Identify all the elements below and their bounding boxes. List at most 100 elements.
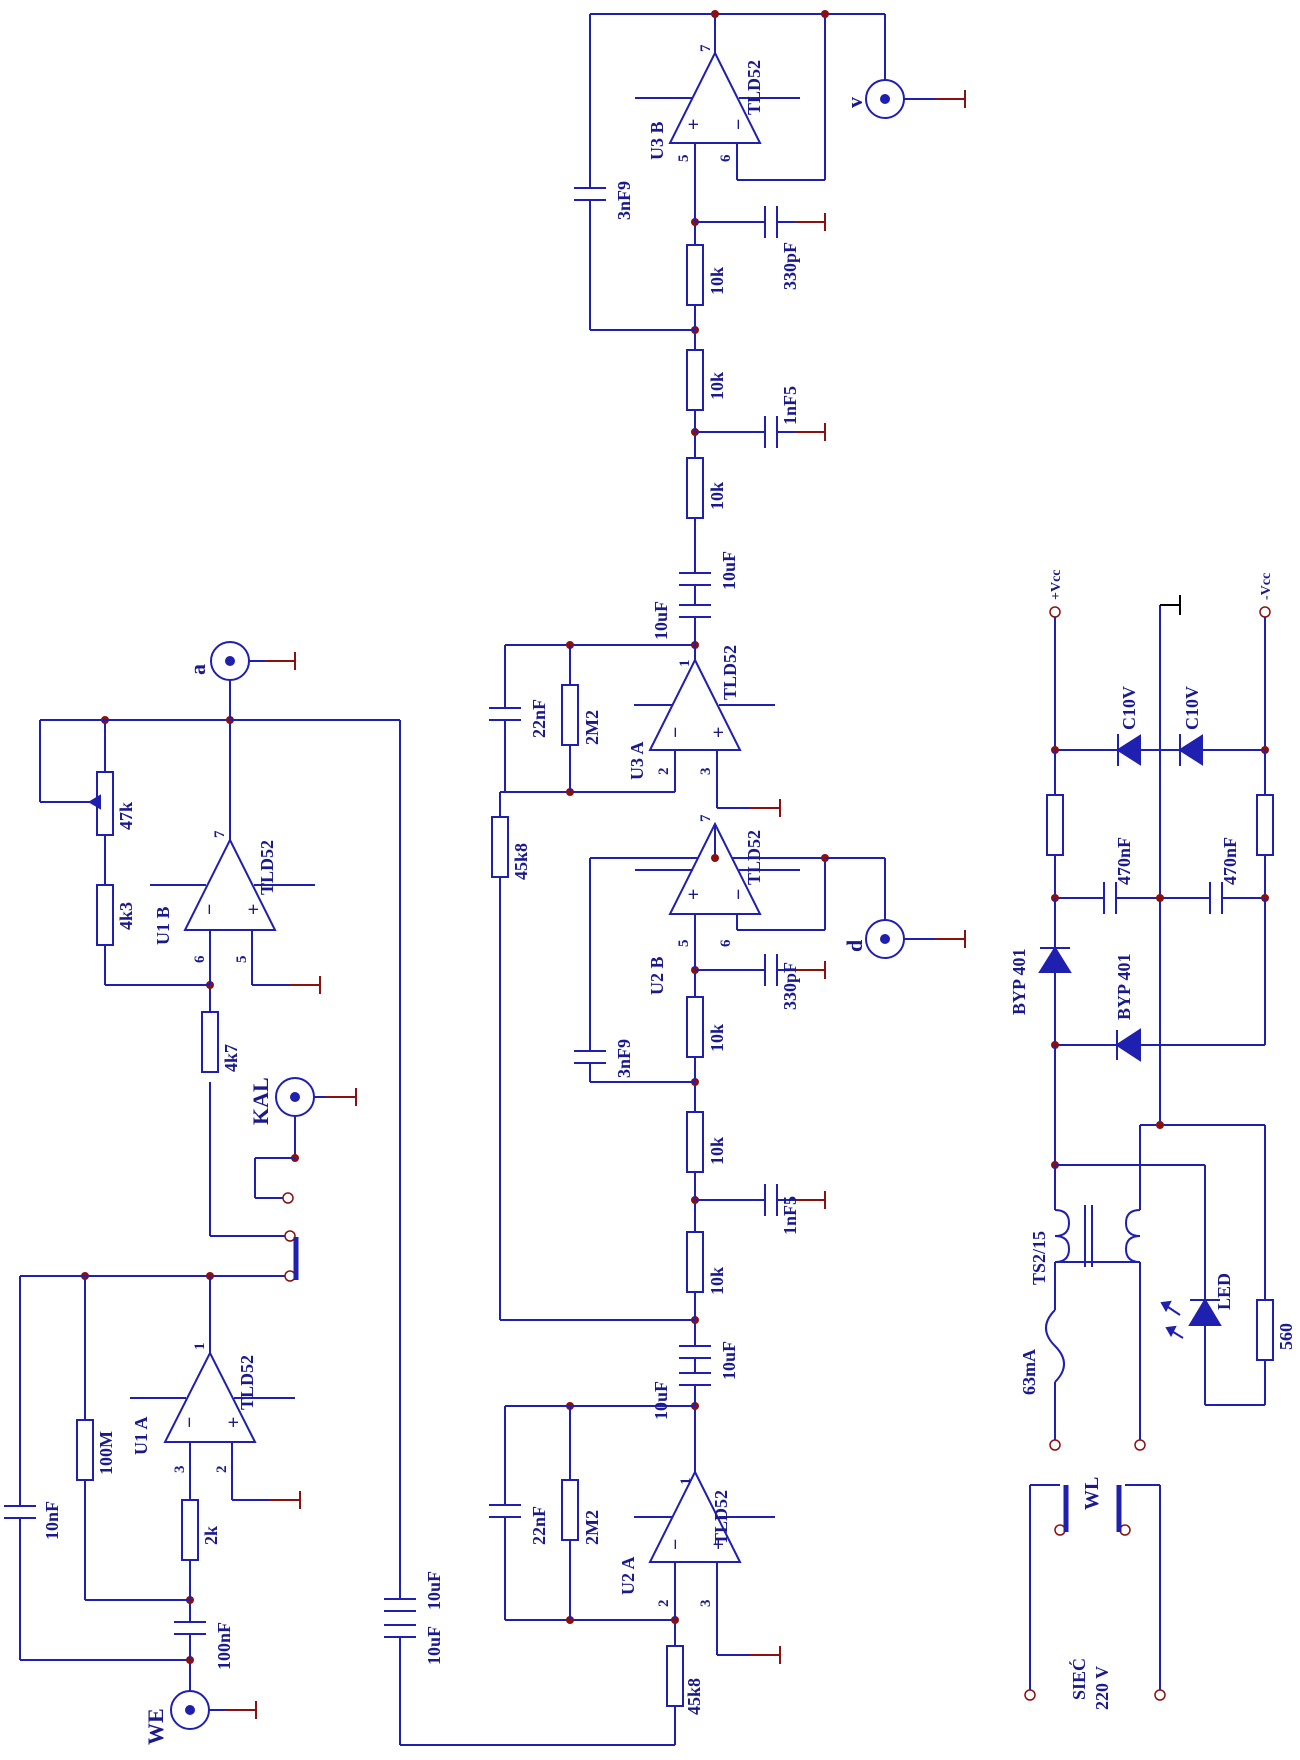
minus-sign: −: [665, 1539, 687, 1550]
label-10k: 10k: [707, 1024, 727, 1052]
label-10k: 10k: [707, 372, 727, 400]
label-4k3: 4k3: [116, 902, 136, 930]
label-zener-1: C10V: [1119, 686, 1139, 730]
label-10uf-d: 10uF: [719, 551, 739, 590]
u2-filter-stage: [489, 821, 966, 1745]
label-u2b: U2 B: [647, 956, 667, 995]
pin-label: 1: [678, 1478, 694, 1486]
pin-label: 3: [698, 1600, 714, 1608]
label-u3a: U3 A: [627, 741, 647, 780]
label-10k: 10k: [707, 1137, 727, 1165]
label-a: a: [185, 664, 210, 675]
label-u2a-type: TLD52: [711, 1490, 731, 1545]
label-10k: 10k: [707, 267, 727, 295]
pin-label: 2: [656, 1600, 672, 1608]
label-u2b-type: TLD52: [744, 830, 764, 885]
label-10nf: 10nF: [42, 1501, 62, 1540]
plus-sign: +: [243, 904, 265, 915]
label-10uf-c: 10uF: [651, 601, 671, 640]
label-kal: KAL: [248, 1077, 273, 1125]
label-v: v: [842, 97, 867, 108]
label-1nf5: 1nF5: [780, 386, 800, 425]
label-3nf9: 3nF9: [614, 181, 634, 220]
connector-kal: [275, 1077, 315, 1117]
power-supply: [1024, 595, 1274, 1701]
pin-label: 2: [656, 768, 672, 776]
plus-sign: +: [683, 889, 705, 900]
pin-label: 7: [698, 44, 714, 52]
label-u1a-type: TLD52: [237, 1355, 257, 1410]
connector-a: [210, 641, 250, 681]
pin-label: 1: [677, 660, 693, 668]
label-u2a: U2 A: [618, 1556, 638, 1595]
minus-sign: −: [728, 889, 750, 900]
label-22nf: 22nF: [529, 699, 549, 738]
label-u3b-type: TLD52: [744, 60, 764, 115]
label-10k: 10k: [707, 482, 727, 510]
u3-filter-stage: [489, 10, 966, 1320]
label-we: WE: [143, 1708, 168, 1745]
pin-label: 6: [192, 955, 208, 963]
minus-sign: −: [179, 1417, 201, 1428]
label-22nf: 22nF: [529, 1506, 549, 1545]
label-diode-1: BYP 401: [1009, 948, 1029, 1015]
label-switch: WL: [1081, 1477, 1103, 1510]
label-u3a-type: TLD52: [720, 645, 740, 700]
pin-label: 6: [718, 154, 734, 162]
component-labels: U1 A TLD52 1 3 2 − + 10nF 100M 2k 100nF …: [42, 44, 1296, 1745]
pin-label: 7: [698, 814, 714, 822]
label-10uf-bus2: 10uF: [424, 1571, 444, 1610]
plus-sign: +: [708, 1539, 730, 1550]
label-fuse: 63mA: [1019, 1349, 1039, 1395]
pin-label: 3: [698, 768, 714, 776]
label-u1b: U1 B: [153, 906, 173, 945]
label-10uf-b: 10uF: [719, 1341, 739, 1380]
pin-label: 3: [172, 1466, 188, 1474]
pin-label: 5: [234, 956, 250, 964]
pin-label: 5: [676, 940, 692, 948]
label-zener-2: C10V: [1182, 686, 1202, 730]
label-plus-vcc: +Vcc: [1049, 569, 1064, 600]
minus-sign: −: [728, 119, 750, 130]
minus-sign: −: [199, 904, 221, 915]
pin-label: 2: [214, 1466, 230, 1474]
connector-we: [170, 1690, 210, 1730]
plus-sign: +: [223, 1417, 245, 1428]
label-45k8: 45k8: [511, 843, 531, 880]
label-u1a: U1 A: [131, 1416, 151, 1455]
plus-sign: +: [708, 727, 730, 738]
pin-label: 6: [718, 939, 734, 947]
label-330pf: 330pF: [780, 962, 800, 1010]
label-led: LED: [1214, 1273, 1234, 1310]
label-2m2: 2M2: [582, 710, 602, 745]
label-mains-1: SIEĆ: [1068, 1658, 1089, 1700]
plus-sign: +: [683, 119, 705, 130]
label-transformer: TS2/15: [1029, 1231, 1049, 1285]
label-3nf9: 3nF9: [614, 1039, 634, 1078]
label-u1b-type: TLD52: [257, 840, 277, 895]
connector-d: [865, 919, 905, 959]
label-10uf-bus: 10uF: [424, 1626, 444, 1665]
label-diode-2: BYP 401: [1114, 953, 1134, 1020]
label-560: 560: [1276, 1323, 1296, 1350]
label-u3b: U3 B: [647, 121, 667, 160]
label-1nf5: 1nF5: [780, 1196, 800, 1235]
label-47k: 47k: [116, 802, 136, 830]
label-45k8: 45k8: [684, 1678, 704, 1715]
label-470nf-2: 470nF: [1220, 837, 1240, 885]
pin-label: 7: [212, 830, 228, 838]
label-10uf-a: 10uF: [651, 1381, 671, 1420]
pin-label: 5: [676, 155, 692, 163]
label-100m: 100M: [96, 1431, 116, 1475]
label-330pf: 330pF: [780, 242, 800, 290]
u1-input-stage: [4, 641, 675, 1746]
label-minus-vcc: -Vcc: [1259, 573, 1274, 600]
label-4k7: 4k7: [221, 1044, 241, 1072]
pin-label: 1: [192, 1343, 208, 1351]
minus-sign: −: [665, 727, 687, 738]
label-d: d: [842, 940, 867, 952]
label-2m2: 2M2: [582, 1510, 602, 1545]
label-2k: 2k: [201, 1526, 221, 1545]
label-mains-2: 220 V: [1092, 1666, 1112, 1710]
